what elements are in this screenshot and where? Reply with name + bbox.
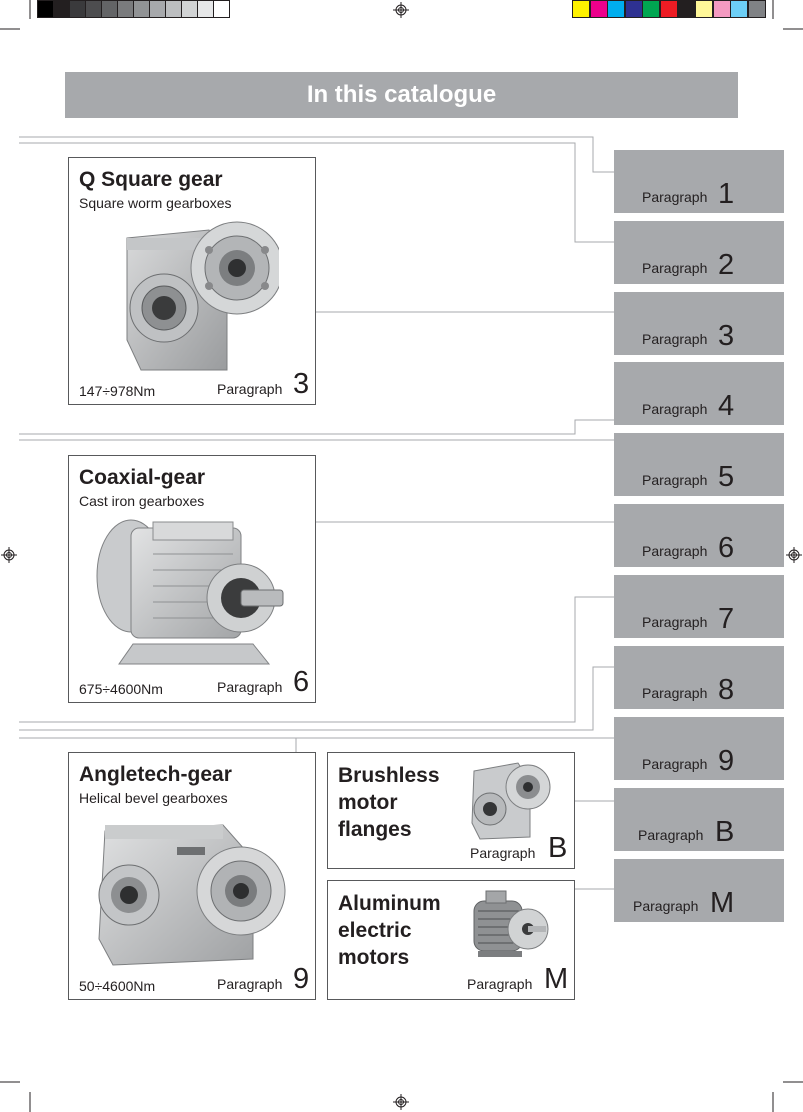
tab-paragraph-8[interactable]: Paragraph 8: [614, 646, 784, 709]
tab-paragraph-6[interactable]: Paragraph 6: [614, 504, 784, 567]
paragraph-label: Paragraph: [467, 976, 533, 992]
tab-paragraph-2[interactable]: Paragraph 2: [614, 221, 784, 284]
product-title-line-3: flanges: [338, 818, 412, 841]
tab-number: 9: [718, 745, 735, 777]
tab-paragraph-1[interactable]: Paragraph 1: [614, 150, 784, 213]
tab-word: Paragraph: [642, 472, 708, 488]
product-card-q-square[interactable]: Q Square gear Square worm gearboxes 147÷…: [68, 157, 316, 405]
tab-word: Paragraph: [633, 898, 699, 914]
gray-swatch: [213, 0, 230, 18]
tab-paragraph-3[interactable]: Paragraph 3: [614, 292, 784, 355]
tab-paragraph-9[interactable]: Paragraph 9: [614, 717, 784, 780]
paragraph-label: Paragraph: [217, 381, 283, 397]
tab-word: Paragraph: [642, 260, 708, 276]
tab-word: Paragraph: [642, 614, 708, 630]
color-swatch: [642, 0, 661, 18]
tab-paragraph-5[interactable]: Paragraph 5: [614, 433, 784, 496]
electric-motor-image: [473, 890, 549, 957]
product-subtitle: Square worm gearboxes: [79, 195, 232, 211]
tab-word: Paragraph: [642, 331, 708, 347]
tab-word: Paragraph: [642, 756, 708, 772]
torque-range: 147÷978Nm: [79, 383, 156, 399]
color-swatch: [660, 0, 678, 18]
color-swatch: [677, 0, 696, 18]
tab-number: 5: [718, 461, 735, 493]
torque-range: 675÷4600Nm: [79, 681, 163, 697]
paragraph-label: Paragraph: [217, 976, 283, 992]
catalogue-banner: In this catalogue: [65, 72, 738, 118]
color-swatch: [748, 0, 766, 18]
paragraph-label: Paragraph: [217, 679, 283, 695]
tab-paragraph-m[interactable]: Paragraph M: [614, 859, 784, 922]
tab-paragraph-b[interactable]: Paragraph B: [614, 788, 784, 851]
tab-number: 8: [718, 674, 735, 706]
tab-number: 7: [718, 603, 735, 635]
paragraph-number: M: [544, 963, 569, 995]
product-title-line-2: electric: [338, 919, 412, 942]
color-swatch: [712, 0, 731, 18]
product-card-aluminum-motors[interactable]: Aluminum electric motors Paragraph M: [327, 880, 575, 1000]
paragraph-number: 3: [293, 368, 310, 400]
product-title-line-3: motors: [338, 946, 410, 969]
tab-paragraph-4[interactable]: Paragraph 4: [614, 362, 784, 425]
tab-number: 6: [718, 532, 735, 564]
color-swatch: [589, 0, 608, 18]
color-swatch: [695, 0, 714, 18]
color-swatch: [572, 0, 590, 18]
product-subtitle: Helical bevel gearboxes: [79, 790, 228, 806]
tab-number: 3: [718, 320, 735, 352]
product-card-coaxial[interactable]: Coaxial-gear Cast iron gearboxes 675÷460…: [68, 455, 316, 703]
paragraph-number: B: [548, 832, 568, 864]
torque-range: 50÷4600Nm: [79, 978, 156, 994]
product-card-brushless-flanges[interactable]: Brushless motor flanges Paragraph B: [327, 752, 575, 869]
product-title-line-1: Aluminum: [338, 892, 441, 915]
page-title: In this catalogue: [306, 81, 497, 108]
product-title: Angletech-gear: [79, 763, 232, 786]
tab-word: Paragraph: [642, 543, 708, 559]
color-swatch: [607, 0, 626, 18]
tab-word: Paragraph: [638, 827, 704, 843]
tab-word: Paragraph: [642, 189, 708, 205]
tab-number: M: [710, 887, 735, 919]
color-swatch: [730, 0, 749, 18]
product-title-line-1: Brushless: [338, 764, 440, 787]
product-title-line-2: motor: [338, 791, 398, 814]
tab-number: 4: [718, 390, 735, 422]
tab-number: 2: [718, 249, 735, 281]
worm-gearbox-image: [126, 221, 279, 371]
paragraph-number: 6: [293, 666, 310, 698]
tab-number: 1: [718, 178, 735, 210]
tab-number: B: [715, 816, 735, 848]
tab-paragraph-7[interactable]: Paragraph 7: [614, 575, 784, 638]
product-title: Coaxial-gear: [79, 466, 206, 489]
tab-word: Paragraph: [642, 401, 708, 417]
paragraph-number: 9: [293, 963, 310, 995]
product-card-angletech[interactable]: Angletech-gear Helical bevel gearboxes 5…: [68, 752, 316, 1000]
product-title: Q Square gear: [79, 168, 223, 191]
coaxial-gearbox-image: [96, 519, 284, 665]
color-swatch: [624, 0, 643, 18]
flange-gearbox-image: [471, 762, 551, 840]
paragraph-label: Paragraph: [470, 845, 536, 861]
tab-word: Paragraph: [642, 685, 708, 701]
bevel-gearbox-image: [98, 824, 286, 966]
product-subtitle: Cast iron gearboxes: [79, 493, 205, 509]
